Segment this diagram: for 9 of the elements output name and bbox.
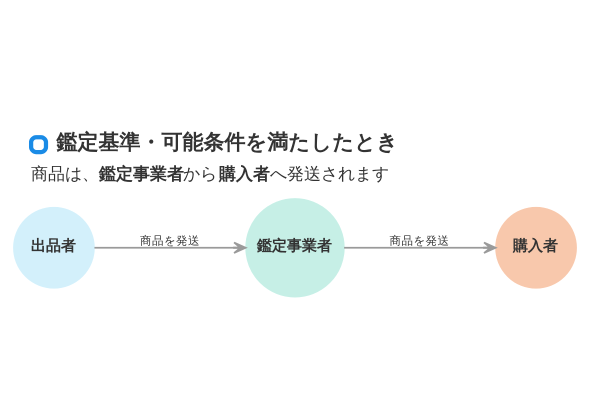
edge-label: 商品を発送 <box>390 233 450 248</box>
caption: 商品は、鑑定事業者から購入者へ発送されます <box>31 164 389 184</box>
arrow <box>344 242 497 254</box>
node-circle: 出品者 <box>13 206 95 289</box>
edge-label: 商品を発送 <box>140 233 200 248</box>
arrow <box>94 242 247 254</box>
node-circle: 鑑定事業者 <box>245 198 345 298</box>
diagram-title: 鑑定基準・可能条件を満たしたとき <box>56 130 399 155</box>
node-circle: 購入者 <box>495 206 577 289</box>
